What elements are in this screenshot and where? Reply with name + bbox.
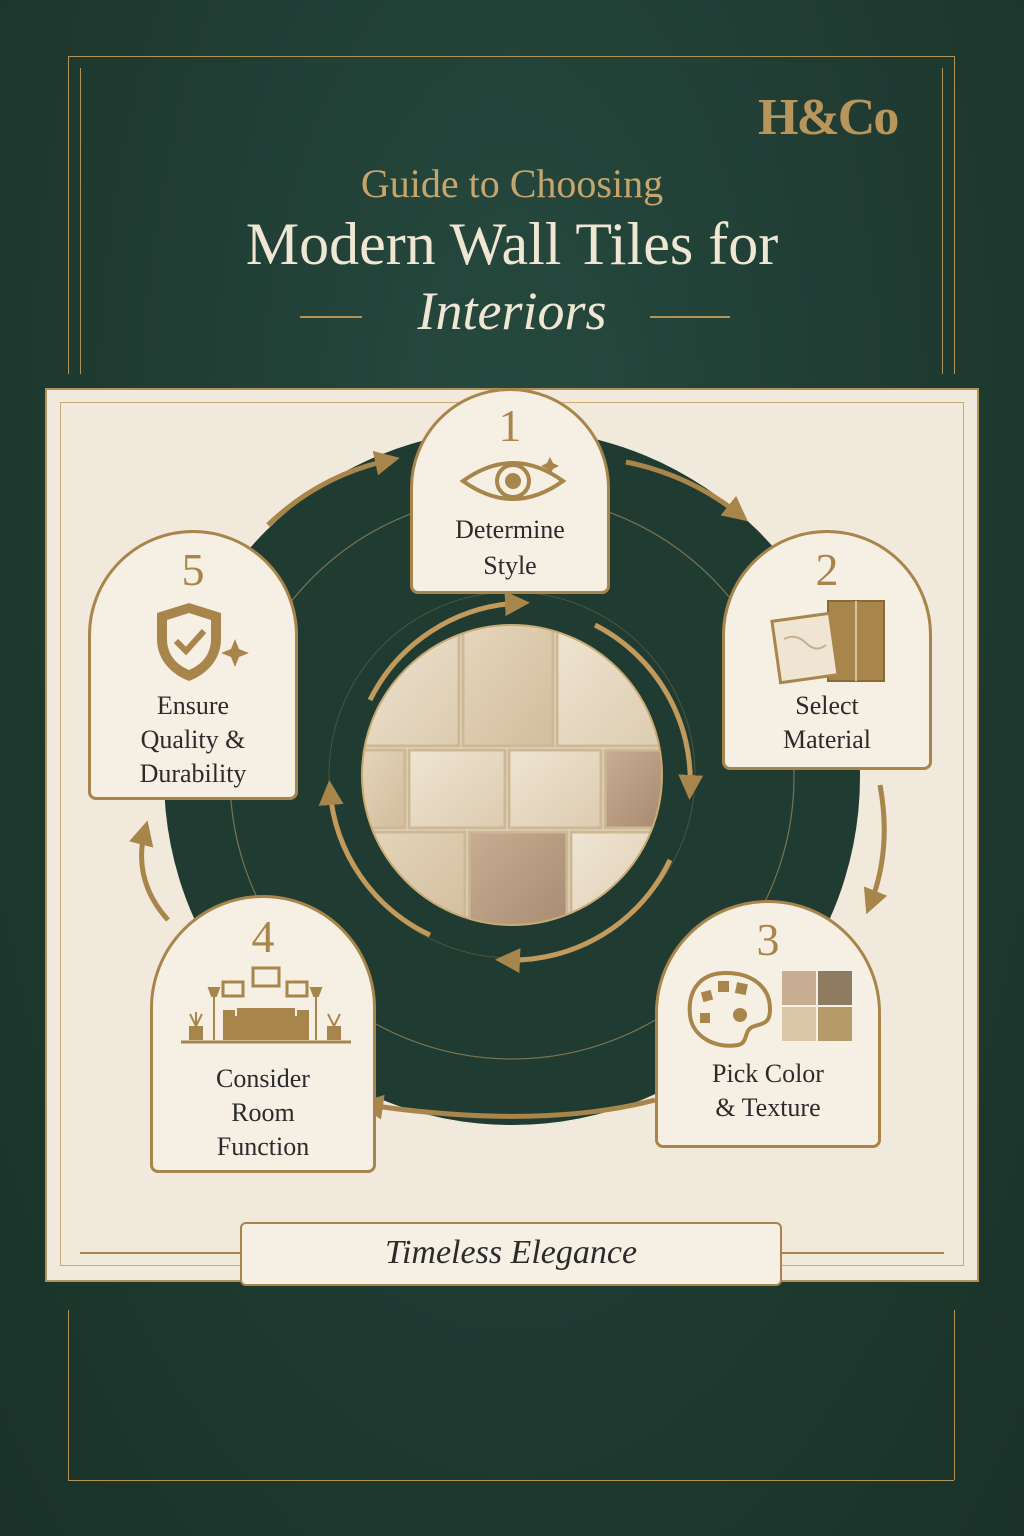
step-3-label-line-1: Pick Color	[712, 1059, 824, 1088]
step-5-card: 5 Ensure Quality & Durability	[88, 530, 298, 800]
step-3-number: 3	[756, 914, 780, 965]
eye-icon	[459, 457, 567, 501]
shield-check-icon	[157, 603, 249, 681]
arrow-1-to-2	[625, 459, 748, 522]
footer-banner: Timeless Elegance	[240, 1222, 782, 1286]
step-4-label-line-1: Consider	[216, 1064, 310, 1093]
step-3-card: 3 Pick Color & Texture	[655, 900, 881, 1148]
step-4-label-line-3: Function	[216, 1132, 310, 1161]
step-5-label-line-1: Ensure	[156, 691, 230, 720]
brand-logo: H&Co	[758, 89, 899, 146]
step-2-number: 2	[815, 544, 839, 595]
step-3-label-line-2: & Texture	[715, 1093, 821, 1122]
arrow-3-to-4	[358, 1094, 656, 1120]
step-5-label-line-2: Quality &	[140, 725, 246, 754]
tile-samples-icon	[770, 600, 885, 685]
arrow-2-to-3	[863, 784, 888, 915]
inner-arrow-top	[367, 591, 530, 702]
page-subtitle: Guide to Choosing	[360, 161, 664, 206]
frame-line-bl	[68, 1310, 69, 1480]
living-room-icon	[181, 966, 351, 1044]
inner-arrow-right	[593, 622, 704, 800]
step-1-card: 1 Determine Style	[410, 388, 610, 594]
step-1-label-line-2: Style	[483, 551, 537, 580]
inner-arrow-bottom	[495, 858, 673, 974]
palette-icon	[687, 970, 852, 1048]
step-4-label-line-2: Room	[231, 1098, 295, 1127]
footer-rule-right	[782, 1252, 944, 1254]
arrow-4-to-5	[129, 820, 170, 922]
page-title-italic: Interiors	[417, 281, 607, 341]
frame-line-right2	[942, 68, 943, 374]
frame-line-left2	[80, 68, 81, 374]
step-5-label-line-3: Durability	[139, 759, 247, 788]
footer-rule-left	[80, 1252, 240, 1254]
frame-line-top	[68, 56, 954, 57]
step-4-number: 4	[251, 911, 275, 962]
step-2-label-line-2: Material	[782, 725, 872, 754]
inner-arrow-left	[318, 780, 432, 938]
frame-line-left	[68, 56, 69, 374]
step-4-card: 4 Consider Room Function	[150, 895, 376, 1173]
frame-line-bottom	[68, 1480, 954, 1481]
footer-text: Timeless Elegance	[384, 1234, 638, 1271]
frame-line-br	[954, 1310, 955, 1480]
tile-circle-border	[361, 624, 663, 926]
step-2-label-line-1: Select	[795, 691, 859, 720]
frame-line-right	[954, 56, 955, 374]
step-5-number: 5	[181, 544, 205, 595]
step-2-card: 2 Select Material	[722, 530, 932, 770]
step-1-label-line-1: Determine	[455, 515, 565, 544]
step-1-number: 1	[498, 400, 522, 451]
title-rule-left	[300, 316, 362, 318]
page-title: Modern Wall Tiles for	[245, 211, 779, 277]
arrow-5-to-1	[266, 450, 400, 527]
title-rule-right	[650, 316, 730, 318]
